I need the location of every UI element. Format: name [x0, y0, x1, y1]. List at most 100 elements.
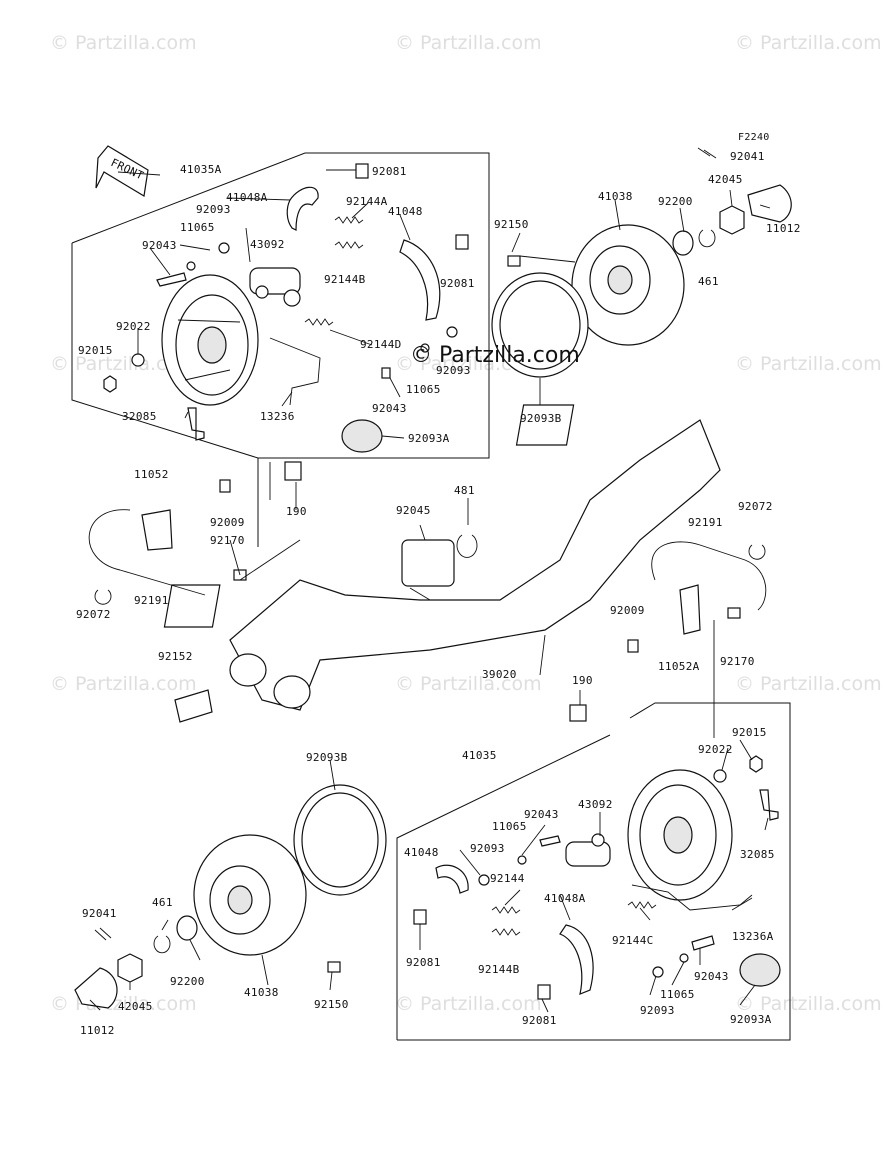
washer-92093-lower: [478, 874, 490, 886]
lever-13236: [269, 337, 321, 406]
part-label: 92045: [396, 504, 431, 517]
clip-32085: [187, 407, 205, 441]
lever-13236a: [631, 884, 753, 911]
part-label: 92144C: [612, 934, 654, 947]
bracket-11052a: [679, 584, 701, 635]
part-label: 92081: [372, 165, 407, 178]
backing-plate-upper: [161, 274, 259, 406]
part-label: 11012: [80, 1024, 115, 1037]
spring-92144b-lower: [491, 928, 521, 936]
part-label: 41038: [598, 190, 633, 203]
clip-92081: [355, 163, 369, 179]
washer-92093: [218, 242, 230, 254]
part-label: 92150: [494, 218, 529, 231]
nut-92015-lower: [749, 755, 763, 773]
part-label: 92081: [522, 1014, 557, 1027]
part-label: 92144B: [324, 273, 366, 286]
watermark: © Partzilla.com: [735, 993, 882, 1015]
bolt-92150-lower: [327, 961, 341, 973]
spring-92144b: [334, 241, 364, 249]
brake-drum-lower: [193, 834, 307, 956]
part-label: 32085: [740, 848, 775, 861]
part-labels: 41035A 92081 41048A 92144A 41048 92093 1…: [76, 150, 801, 1037]
part-label: 92200: [658, 195, 693, 208]
part-label: 92093: [470, 842, 505, 855]
part-label: 41048A: [226, 191, 268, 204]
part-label: 92093: [640, 1004, 675, 1017]
brake-band-92093b-upper: [491, 272, 589, 378]
brake-drum-upper: [571, 224, 685, 346]
part-label: 92144: [490, 872, 525, 885]
clip-92081b: [455, 234, 469, 250]
spring-92144d: [304, 318, 334, 326]
part-label: 11052A: [658, 660, 700, 673]
leader-lines: [89, 169, 771, 1013]
part-label: 92200: [170, 975, 205, 988]
part-label: 39020: [482, 668, 517, 681]
pin-11065: [186, 261, 196, 271]
part-label: 92043: [372, 402, 407, 415]
assembly-frame-lower: [396, 734, 611, 1040]
center-watermark: © Partzilla.com: [410, 343, 580, 368]
part-label: 92072: [738, 500, 773, 513]
part-label: 92081: [406, 956, 441, 969]
part-label: 11065: [406, 383, 441, 396]
part-label: 11012: [766, 222, 801, 235]
cotter-pin-92041-lower: [94, 927, 112, 941]
part-label: 41035A: [180, 163, 222, 176]
axle-housing-39020: [163, 404, 721, 711]
clip-32085-lower: [759, 789, 779, 821]
pin-11065-lower-b: [679, 953, 689, 963]
part-label: 41035: [462, 749, 497, 762]
part-label: 92093: [196, 203, 231, 216]
part-label: 92093B: [306, 751, 348, 764]
part-label: 32085: [122, 410, 157, 423]
part-label: 92043: [142, 239, 177, 252]
part-label: 92093A: [408, 432, 450, 445]
nut-42045: [719, 205, 745, 235]
part-label: 92022: [116, 320, 151, 333]
watermark: © Partzilla.com: [50, 353, 197, 375]
washer-92200: [672, 230, 694, 256]
washer-92093c: [446, 326, 458, 338]
bearing-92045: [401, 539, 455, 587]
spring-92144: [491, 906, 521, 914]
assembly-frame-lower-right: [397, 702, 791, 1041]
cotter-pin-92041: [697, 147, 717, 159]
part-label: 11065: [660, 988, 695, 1001]
bolt-190b: [569, 704, 587, 722]
part-label: 92041: [82, 907, 117, 920]
watermark: © Partzilla.com: [50, 32, 197, 54]
part-label: 92170: [210, 534, 245, 547]
part-label: 41048A: [544, 892, 586, 905]
figure-code: F2240: [738, 132, 770, 143]
hose-92191-left: [88, 509, 206, 596]
part-label: 92170: [720, 655, 755, 668]
part-label: 92093A: [730, 1013, 772, 1026]
part-label: 461: [152, 896, 173, 909]
watermark: © Partzilla.com: [395, 32, 542, 54]
part-label: 13236A: [732, 930, 774, 943]
part-label: 43092: [578, 798, 613, 811]
washer-92093-lower-b: [652, 966, 664, 978]
part-label: 190: [286, 505, 307, 518]
pin-92043-lower: [539, 835, 561, 847]
bushing-92152: [174, 689, 213, 723]
cap-92093a-lower: [739, 953, 781, 987]
part-label: 11065: [492, 820, 527, 833]
watermark: © Partzilla.com: [50, 673, 197, 695]
ring-461-lower: [153, 935, 171, 954]
part-label: 41038: [244, 986, 279, 999]
wheel-cylinder-upper: [249, 267, 301, 307]
ring-481: [456, 534, 478, 558]
cap-11012-lower: [74, 967, 118, 1009]
part-label: 92072: [76, 608, 111, 621]
part-label: 92144A: [346, 195, 388, 208]
washer-92022-lower: [713, 769, 727, 783]
part-label: 11052: [134, 468, 169, 481]
backing-plate-lower: [627, 769, 733, 901]
clamp-92072b: [748, 544, 766, 560]
washer-92022: [131, 353, 145, 367]
part-label: 92043: [524, 808, 559, 821]
brake-band-92093b-lower: [293, 784, 387, 896]
